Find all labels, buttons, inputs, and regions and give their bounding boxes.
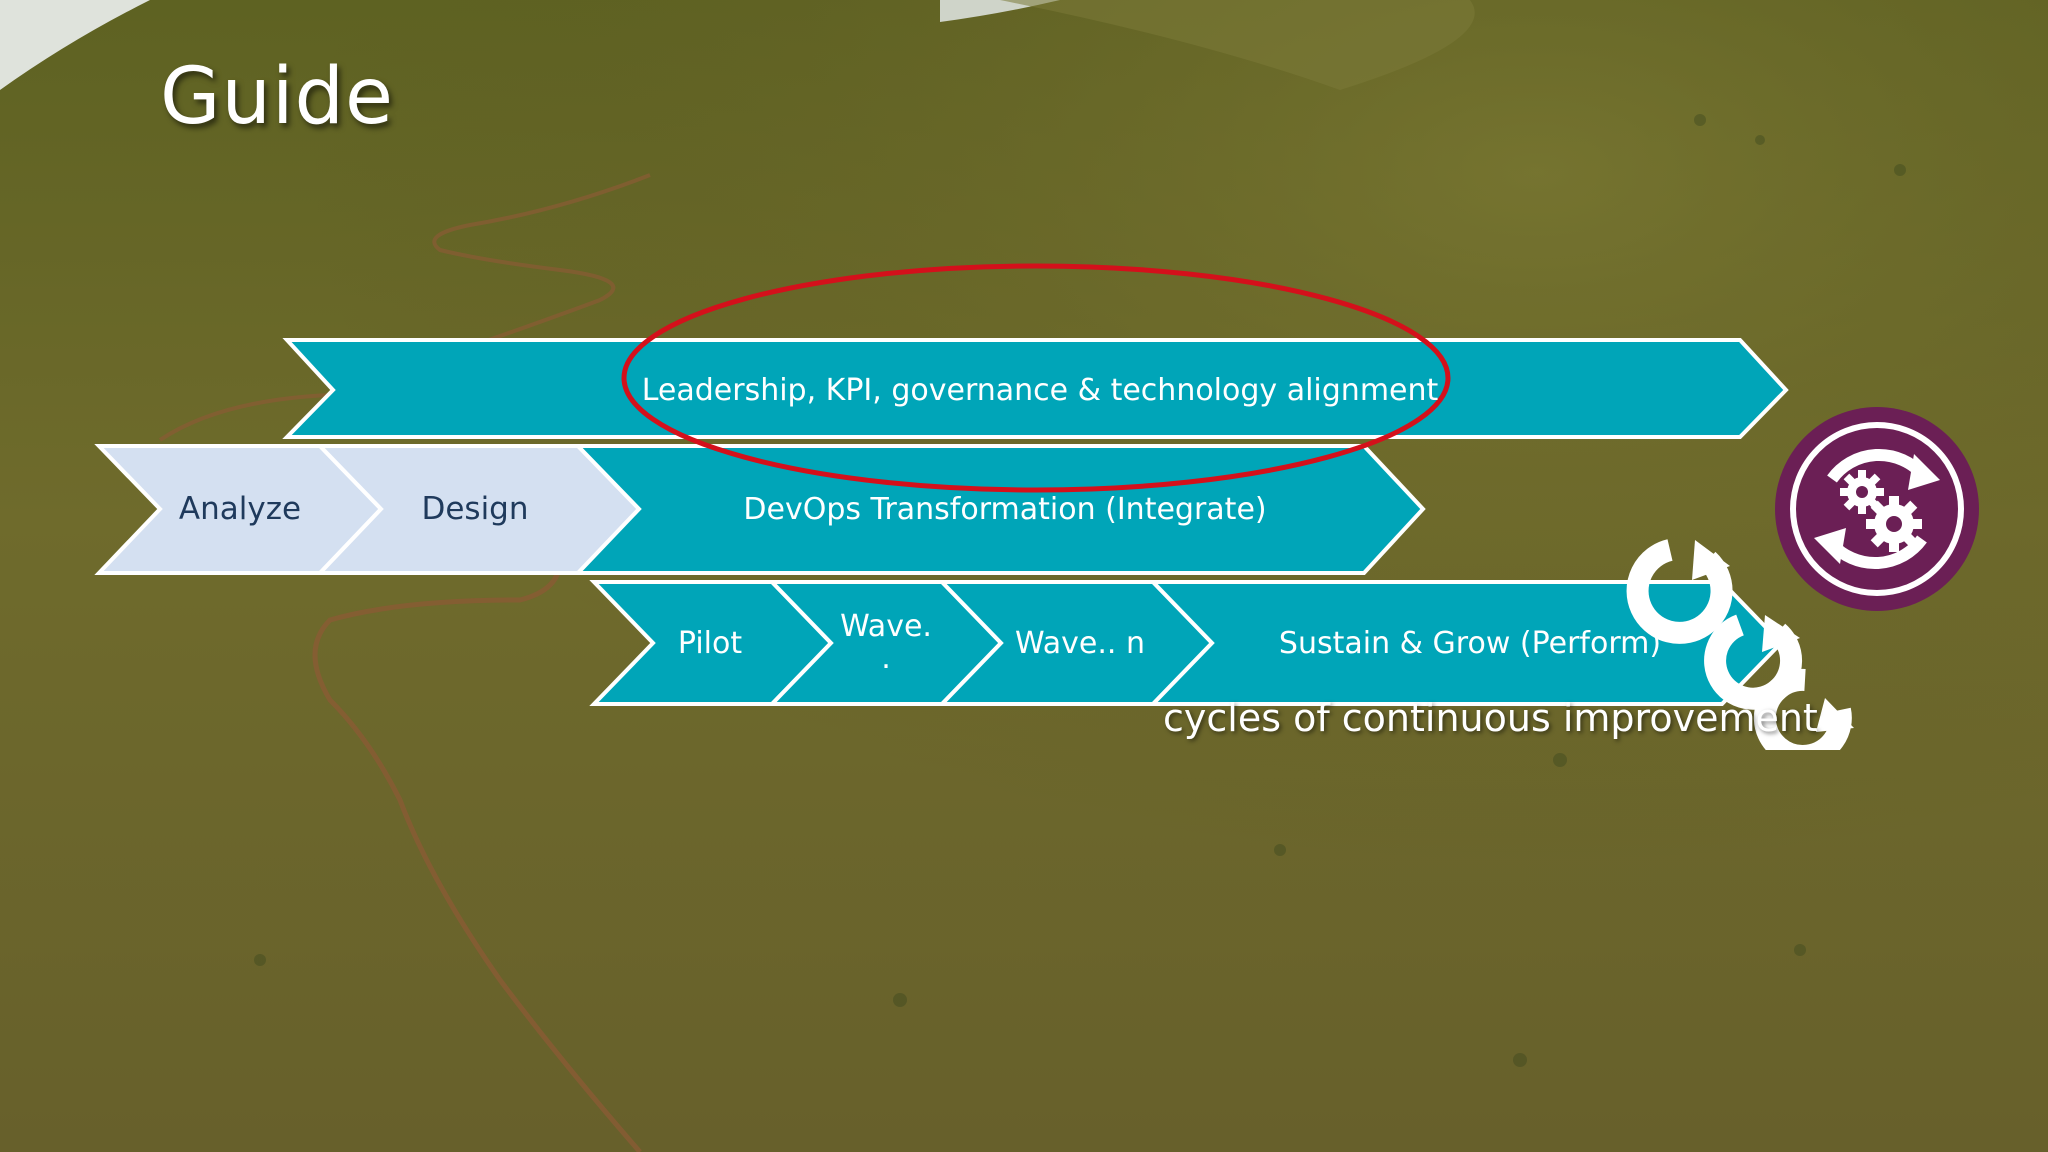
caption-text: cycles of continuous improvement xyxy=(1163,696,1818,740)
wave-n-label: Wave.. n xyxy=(1015,625,1145,661)
gears-cycle-icon xyxy=(1775,407,1979,611)
wave-label: Wave. . xyxy=(830,598,942,688)
pilot-label: Pilot xyxy=(677,625,743,661)
analyze-label: Analyze xyxy=(178,491,302,527)
sustain-label: Sustain & Grow (Perform) xyxy=(1278,625,1662,661)
leadership-label: Leadership, KPI, governance & technology… xyxy=(641,372,1439,408)
highlight-ellipse xyxy=(621,263,1451,493)
devops-label: DevOps Transformation (Integrate) xyxy=(743,491,1267,527)
leadership-chevron xyxy=(282,338,1789,439)
design-label: Design xyxy=(421,491,529,527)
wave-label-sub: . xyxy=(881,641,891,676)
refresh-arrows-icon xyxy=(1626,539,1854,750)
wave-label-text: Wave. xyxy=(840,609,932,644)
slide-title: Guide xyxy=(160,52,395,142)
